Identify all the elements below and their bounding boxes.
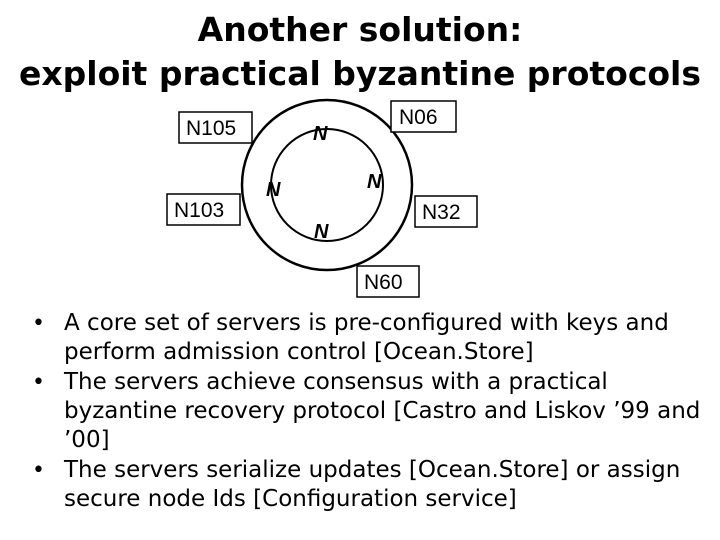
core-node-label-bottom: N bbox=[314, 221, 329, 243]
bullet-dot: • bbox=[32, 311, 45, 336]
bullet-item: • The servers serialize updates [Ocean.St… bbox=[30, 456, 710, 514]
bullet-text: A core set of servers is pre-configured … bbox=[64, 310, 669, 365]
bullet-dot: • bbox=[32, 370, 45, 395]
bullet-item: • A core set of servers is pre-configured… bbox=[30, 309, 710, 367]
title-line-2: exploit practical byzantine protocols bbox=[18, 54, 702, 93]
node-n105: N105 bbox=[178, 111, 253, 144]
node-n32-label: N32 bbox=[422, 201, 461, 224]
node-n32: N32 bbox=[414, 195, 478, 228]
core-node-label-right: N bbox=[367, 171, 382, 193]
bullet-item: • The servers achieve consensus with a pr… bbox=[30, 368, 710, 455]
node-n06-label: N06 bbox=[399, 106, 438, 129]
bullet-dot: • bbox=[32, 458, 45, 483]
node-n60-label: N60 bbox=[364, 271, 403, 294]
core-node-label-left: N bbox=[266, 179, 281, 201]
core-node-label-top: N bbox=[313, 123, 328, 145]
node-n06: N06 bbox=[390, 100, 457, 133]
title-line-1: Another solution: bbox=[197, 10, 523, 49]
slide-title: Another solution: exploit practical byza… bbox=[0, 8, 720, 96]
bullet-list: • A core set of servers is pre-configured… bbox=[30, 309, 710, 515]
ring-inner-circle bbox=[270, 128, 384, 242]
ring-outer-circle bbox=[240, 98, 414, 272]
bullet-text: The servers serialize updates [Ocean.Sto… bbox=[64, 457, 681, 512]
bullet-text: The servers achieve consensus with a pra… bbox=[64, 369, 701, 453]
node-n105-label: N105 bbox=[186, 117, 236, 140]
node-n103: N103 bbox=[166, 193, 241, 226]
ring-diagram: N N N N N105 N06 N103 N32 N60 bbox=[166, 98, 478, 298]
node-n60: N60 bbox=[356, 265, 420, 298]
node-n103-label: N103 bbox=[174, 199, 224, 222]
